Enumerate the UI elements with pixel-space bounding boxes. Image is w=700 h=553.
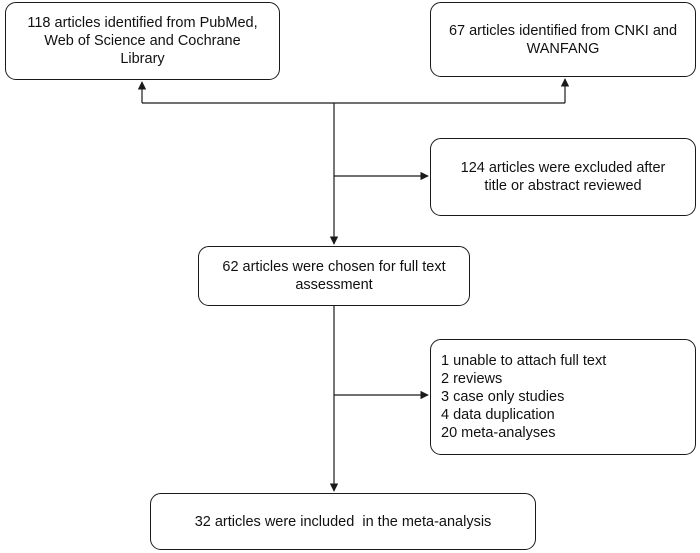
title-excluded-box: 124 articles were excluded after title o… (430, 138, 696, 216)
pubmed-source-box: 118 articles identified from PubMed, Web… (5, 2, 280, 80)
fulltext-excluded-item: 20 meta-analyses (441, 425, 556, 441)
full-text-line-2: assessment (295, 277, 373, 293)
pubmed-source-line-1: 118 articles identified from PubMed, (27, 15, 258, 31)
included-box: 32 articles were included in the meta-an… (150, 493, 536, 550)
fulltext-excluded-item: 4 data duplication (441, 407, 555, 423)
fulltext-excluded-box: 1 unable to attach full text 2 reviews 3… (430, 339, 696, 455)
pubmed-source-line-3: Library (120, 51, 165, 67)
title-excluded-line-2: title or abstract reviewed (484, 178, 642, 194)
cnki-source-line-1: 67 articles identified from CNKI and (448, 22, 678, 39)
cnki-source-box: 67 articles identified from CNKI and WAN… (430, 2, 696, 77)
full-text-box: 62 articles were chosen for full text as… (198, 246, 470, 306)
fulltext-excluded-item: 2 reviews (441, 371, 503, 387)
fulltext-excluded-item: 1 unable to attach full text (441, 353, 607, 369)
included-line-1: 32 articles were included in the meta-an… (194, 513, 492, 530)
title-excluded-line-1: 124 articles were excluded after (460, 160, 666, 176)
pubmed-source-line-2: Web of Science and Cochrane (44, 33, 241, 49)
full-text-line-1: 62 articles were chosen for full text (222, 259, 446, 275)
fulltext-excluded-item: 3 case only studies (441, 389, 565, 405)
cnki-source-line-2: WANFANG (526, 40, 600, 57)
